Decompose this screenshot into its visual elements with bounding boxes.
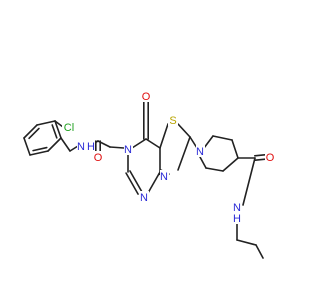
ring-bond	[131, 138, 147, 149]
benzene-bond	[54, 120, 62, 139]
ring-nitrogen-1: N	[124, 143, 133, 156]
thiazole-sulfur-label: S	[169, 115, 176, 127]
amide-nh-1: N H	[77, 140, 95, 153]
ch2-n-ring-bond	[109, 146, 125, 149]
thiazole-nitrogen-label: N	[160, 171, 168, 183]
benzyl-bond	[60, 137, 71, 152]
thiazole-sulfur: S	[168, 114, 178, 127]
amide-hydrogen-1-label: H	[87, 141, 95, 153]
ring-oxygen-label: O	[142, 91, 151, 103]
piperidine-bond	[222, 157, 239, 172]
benzene-bond	[23, 137, 31, 156]
amide-ch2-bond	[97, 140, 111, 148]
ring-nitrogen-2-label: N	[140, 192, 148, 204]
ch2-n-bond	[69, 145, 79, 152]
piperidine-nitrogen-label: N	[196, 146, 204, 158]
thiazole-bond	[177, 136, 191, 171]
benzene-double-bond	[51, 124, 58, 139]
ethyl-bond	[255, 244, 264, 259]
amide-oxygen-1: O	[93, 151, 103, 164]
amide-nh-2: N H	[233, 201, 242, 225]
piperidine-nitrogen: N	[196, 145, 205, 158]
amide-hydrogen-2-label: H	[233, 213, 241, 225]
thiazole-bond	[177, 123, 191, 138]
amide-nitrogen-2-label: N	[233, 202, 241, 214]
ring-nitrogen-1-label: N	[124, 144, 132, 156]
thiazole-bond	[159, 123, 169, 149]
piperidine-bond	[203, 135, 214, 149]
ring-bond	[147, 171, 161, 194]
ring-double-bond	[129, 170, 143, 193]
amide-oxygen-2: O	[265, 151, 275, 164]
c-cl-bond	[54, 120, 64, 128]
c-n-amide-bond	[242, 157, 256, 206]
ring-nitrogen-2: N	[140, 191, 149, 204]
thiazole-nitrogen: N	[160, 170, 169, 183]
benzene-bond	[23, 124, 38, 139]
benzene-double-bond	[28, 127, 40, 140]
c-o-amide-double-bond	[254, 158, 267, 161]
piperidine-bond	[205, 167, 224, 172]
piperidine-bond	[199, 156, 207, 169]
chlorine-label: Cl	[64, 122, 74, 134]
ring-double-bond	[125, 172, 139, 195]
amide-oxygen-1-label: O	[94, 152, 103, 164]
benzene-double-bond	[32, 146, 48, 152]
benzene-bond	[29, 150, 49, 156]
c-n-piperidine-bond	[189, 136, 198, 149]
piperidine-bond	[212, 135, 233, 141]
atom-label-layer: Cl N H O O N N N S	[62, 90, 275, 225]
molecule-structure-diagram: Cl N H O O N N N S	[23, 90, 275, 259]
amide-nitrogen-1-label: N	[77, 141, 85, 153]
piperidine-bond	[231, 139, 239, 159]
bond-layer	[23, 101, 267, 259]
ethyl-bond	[236, 239, 257, 246]
c-o-amide-double-bond	[253, 154, 266, 157]
chlorine-atom: Cl	[62, 121, 76, 134]
benzene-bond	[36, 120, 56, 126]
ring-carbonyl-oxygen: O	[141, 90, 151, 103]
benzene-bond	[47, 137, 62, 152]
amide-oxygen-2-label: O	[266, 152, 275, 164]
ring-bond	[145, 138, 161, 149]
